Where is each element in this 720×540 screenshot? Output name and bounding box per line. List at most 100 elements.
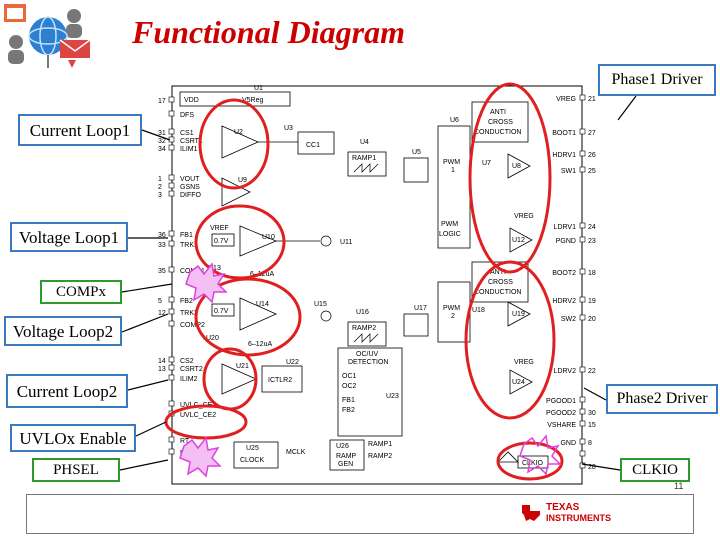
ellipse-phase1 <box>468 82 552 274</box>
right-pin-pad <box>579 450 586 457</box>
left-pin-pad <box>168 128 175 135</box>
u13-label: U13 <box>208 265 221 272</box>
clkio-label-inner: CLKIO <box>522 460 544 467</box>
current-amp1-shape <box>221 125 259 159</box>
left-pin-num: 3 <box>158 192 162 199</box>
right-pin-num: 8 <box>588 440 592 447</box>
network-logo-icon <box>2 2 96 74</box>
vref-label: VREF <box>210 225 229 232</box>
right-pin-name: PGOOD1 <box>546 398 576 405</box>
svg-text:CONDUCTION: CONDUCTION <box>474 129 521 136</box>
right-pin-num: 27 <box>588 130 596 137</box>
callout-current-loop1: Current Loop1 <box>18 114 142 146</box>
burst-clkio <box>519 434 562 476</box>
right-pin-num: 30 <box>588 410 596 417</box>
page-title: Functional Diagram <box>132 14 405 50</box>
u21-label: U21 <box>236 363 249 370</box>
ref-07v-2: 0.7V <box>214 308 229 315</box>
svg-text:OC1: OC1 <box>342 373 357 380</box>
pwm2-num: 2 <box>451 313 455 320</box>
right-pin-name: VSHARE <box>547 422 576 429</box>
left-pin-num: 5 <box>158 298 162 305</box>
right-pin-num: 23 <box>588 238 596 245</box>
clock-label: CLOCK <box>240 457 264 464</box>
svg-text:FB1: FB1 <box>342 397 355 404</box>
left-pin-name: DFS <box>180 112 194 119</box>
ocuv-block <box>337 347 403 437</box>
right-pin-name: HDRV2 <box>552 298 576 305</box>
texas-state-icon <box>522 505 540 521</box>
callout-clkio: CLKIO <box>620 458 690 482</box>
mclk-label: MCLK <box>286 449 306 456</box>
right-pin-pad <box>579 296 586 303</box>
svg-text:RAMP2: RAMP2 <box>368 453 392 460</box>
right-pin-pad <box>579 150 586 157</box>
ellipse-current-loop1 <box>198 98 270 190</box>
left-pin-num: 13 <box>158 366 166 373</box>
right-pin-pad <box>579 94 586 101</box>
u9-label: U9 <box>238 177 247 184</box>
left-pin-name: RT <box>180 438 190 445</box>
callout-phase1-driver: Phase1 Driver <box>598 64 716 96</box>
left-pin-pad <box>168 144 175 151</box>
right-pin-pad <box>579 128 586 135</box>
left-pin-name: FB2 <box>180 298 193 305</box>
right-pin-name: LDRV1 <box>554 224 577 231</box>
left-pin-name: UVLC_CE2 <box>180 412 216 419</box>
right-pin-name: VREG <box>556 96 576 103</box>
svg-text:FB2: FB2 <box>342 407 355 414</box>
u3-label: U3 <box>284 125 293 132</box>
left-pin-pad <box>168 110 175 117</box>
right-pin-name: BOOT1 <box>552 130 576 137</box>
right-pin-pad <box>579 236 586 243</box>
left-pin-pad <box>168 320 175 327</box>
right-pin-num: 22 <box>588 368 596 375</box>
u2-label: U2 <box>234 129 243 136</box>
right-pin-name: SW2 <box>561 316 576 323</box>
right-pin-pad <box>579 268 586 275</box>
vreg-label-1: VREG <box>514 213 534 220</box>
ellipse-uvlo <box>164 404 248 440</box>
svg-text:CONDUCTION: CONDUCTION <box>474 289 521 296</box>
ictlr2-label: ICTLR2 <box>268 377 292 384</box>
u18-label: U18 <box>472 307 485 314</box>
right-pin-num: 25 <box>588 168 596 175</box>
u24-label: U24 <box>512 379 525 386</box>
u25-label: U25 <box>246 445 259 452</box>
footer-bar <box>26 494 694 534</box>
right-pin-pad <box>579 314 586 321</box>
right-pin-num: 24 <box>588 224 596 231</box>
u26-label: U26 <box>336 443 349 450</box>
u22-label: U22 <box>286 359 299 366</box>
error-amp-1-shape <box>239 225 278 257</box>
ref-07v-1: 0.7V <box>214 238 229 245</box>
ellipse-phase2 <box>464 260 556 420</box>
svg-text:OC2: OC2 <box>342 383 357 390</box>
left-pin-num: 14 <box>158 358 166 365</box>
right-pin-num: 20 <box>588 316 596 323</box>
left-pin-num: 36 <box>158 232 166 239</box>
left-pin-pad <box>168 436 175 443</box>
right-pin-name: GND <box>560 440 576 447</box>
left-pin-num: 31 <box>158 130 166 137</box>
left-pin-name: GSNS <box>180 184 200 191</box>
schematic-diagram: VDD V5Reg U1 U2 U3 CC1 U4 RAMP1 U5 U6 PW… <box>150 74 600 494</box>
left-pin-pad <box>168 240 175 247</box>
svg-text:RAMP1: RAMP1 <box>368 441 392 448</box>
left-pin-num: 17 <box>158 98 166 105</box>
u7-label: U7 <box>482 160 491 167</box>
u15-label: U15 <box>314 301 327 308</box>
svg-text:CROSS: CROSS <box>488 119 513 126</box>
left-pin-name: TRK2 <box>180 310 198 317</box>
burst-phsel <box>179 436 222 478</box>
burst-compx <box>185 262 228 304</box>
current-amp2-shape <box>221 363 257 395</box>
cc1-label: CC1 <box>306 142 320 149</box>
right-pin-pad <box>579 396 586 403</box>
left-pin-name: FB1 <box>180 232 193 239</box>
right-pin-num: 15 <box>588 422 596 429</box>
left-pin-pad <box>168 448 175 455</box>
v5reg-label: V5Reg <box>242 97 264 104</box>
right-pin-pad <box>579 462 586 469</box>
right-pin-name: BOOT2 <box>552 270 576 277</box>
